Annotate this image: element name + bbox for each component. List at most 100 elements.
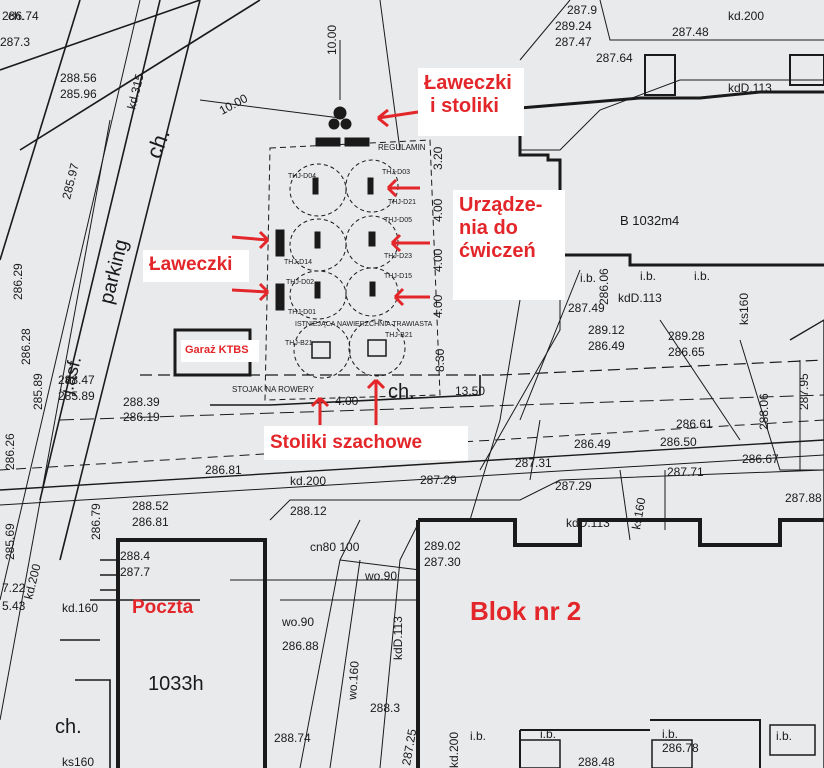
ib-1: i.b.	[640, 269, 656, 283]
label-thj-d21: THJ-D21	[388, 199, 416, 206]
label-block-2: Blok nr 2	[470, 596, 581, 627]
equipment-symbols	[275, 106, 387, 359]
elev-286-79: 286.79	[89, 503, 103, 540]
elev-287-9: 287.9	[567, 3, 597, 17]
elev-286-67: 286.67	[742, 452, 779, 466]
elev-287-71: 287.71	[667, 465, 704, 479]
annotation-exercise-line2: nia do	[459, 217, 518, 239]
elev-287-31: 287.31	[515, 456, 552, 470]
elev-287-48: 287.48	[672, 25, 709, 39]
building-b	[518, 54, 824, 267]
annotation-garage-text: Garaż KTBS	[185, 344, 249, 356]
util-cn80: cn80 100	[310, 540, 360, 554]
label-post-office-text: Poczta	[132, 597, 194, 618]
utility-lines	[280, 299, 631, 768]
elev-287-25: 287.25	[399, 728, 419, 767]
elev-287-30: 287.30	[424, 555, 461, 569]
annotation-exercise-line3: ćwiczeń	[459, 240, 536, 262]
ib-5: i.b.	[662, 727, 678, 741]
dim-4-b: 4.00	[431, 248, 445, 272]
label-thj-b21-b: THJ-B21	[385, 332, 413, 339]
util-ks-160-b: ks160	[629, 496, 648, 530]
elev-286-74: 286.74	[2, 9, 39, 23]
elev-286-28: 286.28	[19, 328, 33, 365]
elev-286-81: 286.81	[205, 463, 242, 477]
elev-289-02: 289.02	[424, 539, 461, 553]
label-thj-d02: THJ-D02	[286, 279, 314, 286]
util-wo-90-b: wo.90	[281, 615, 314, 629]
elev-287-88: 287.88	[785, 491, 822, 505]
label-thj-b21-a: THJ-B21	[285, 340, 313, 347]
annotation-exercise-line1: Urządze-	[459, 194, 543, 216]
elev-286-06: 286.06	[597, 268, 611, 305]
elev-287-95: 287.95	[797, 373, 811, 410]
util-kdd-113-b: kdD.113	[618, 291, 662, 305]
elev-289-12: 289.12	[588, 323, 625, 337]
label-thj-d14: THJ-D14	[284, 259, 312, 266]
bench-symbol-2	[275, 283, 285, 311]
annotation-benches-tables: Ławeczki i stoliki	[418, 68, 524, 136]
annotation-chess-tables-text: Stoliki szachowe	[270, 432, 423, 453]
elev-286-81b: 286.81	[132, 515, 169, 529]
label-ch-3: ch.	[55, 716, 82, 738]
ib-7: i.b.	[470, 729, 486, 743]
dim-8-30: 8.30	[433, 348, 447, 372]
elev-288-39: 288.39	[123, 395, 160, 409]
elev-286-26: 286.26	[3, 433, 17, 470]
elev-287-29: 287.29	[420, 473, 457, 487]
util-kdd-113-c: kdD.113	[566, 516, 610, 530]
elev-287-7: 287.7	[120, 565, 150, 579]
elev-286-49: 286.49	[588, 339, 625, 353]
map-text-labels: B 1032m4 1033h parking j.asf. ch. ch. ch…	[0, 3, 822, 768]
elev-286-50: 286.50	[660, 435, 697, 449]
chess-table-symbol-1	[311, 341, 331, 359]
elev-287-3: 287.3	[0, 35, 30, 49]
label-thj-d15: THJ-D15	[384, 273, 412, 280]
label-bike-rack: STOJAK NA ROWERY	[232, 385, 315, 394]
label-thj-d05: THJ-D05	[384, 217, 412, 224]
elev-287-47: 287.47	[555, 35, 592, 49]
elev-286-78: 286.78	[662, 741, 699, 755]
elev-288-56: 288.56	[60, 71, 97, 85]
ib-2: i.b.	[694, 269, 710, 283]
elev-288-74: 288.74	[274, 731, 311, 745]
elev-286-29: 286.29	[11, 263, 25, 300]
annotation-chess-tables: Stoliki szachowe	[264, 426, 468, 460]
building-post-office	[100, 538, 267, 768]
elev-7-22: 7.22	[2, 581, 26, 595]
util-ks-160-c: ks160	[62, 755, 94, 768]
dim-4-c: 4.00	[431, 294, 445, 318]
elev-288-4: 288.4	[120, 549, 150, 563]
ib-4: i.b.	[540, 727, 556, 741]
elev-285-96: 285.96	[60, 87, 97, 101]
dim-4-d: 4.00	[335, 394, 359, 408]
label-lawn: ISTNIEJĄCA NAWIERZCHNIA TRAWIASTA	[295, 321, 433, 328]
label-thj-d01: THJ-D01	[288, 309, 316, 316]
label-thj-d23: THJ-D23	[384, 253, 412, 260]
dim-13-50: 13,50	[455, 384, 485, 398]
elev-289-28: 289.28	[668, 329, 705, 343]
building-block-2	[416, 518, 824, 768]
util-kdd-113-d: kdD.113	[391, 616, 405, 660]
elev-288-06: 288.06	[757, 393, 771, 430]
util-kd-200-a: kd.200	[728, 9, 764, 23]
elev-289-24: 289.24	[555, 19, 592, 33]
annotation-arrows	[231, 108, 430, 425]
elev-288-3: 288.3	[370, 701, 400, 715]
annotation-garage: Garaż KTBS	[181, 340, 259, 362]
elev-285-89b: 285.89	[31, 373, 45, 410]
bench-symbol-1	[275, 229, 285, 257]
elev-5-43: 5.43	[2, 599, 26, 613]
elev-285-69: 285.69	[3, 523, 17, 560]
elev-287-49: 287.49	[568, 301, 605, 315]
label-thj-d04: THJ-D04	[288, 173, 316, 180]
util-ks-160-a: ks160	[737, 293, 751, 325]
label-building-post: 1033h	[148, 673, 204, 695]
label-regulamin: REGULAMIN	[378, 143, 426, 152]
elev-288-47: 288.47	[58, 373, 95, 387]
ib-6: i.b.	[776, 729, 792, 743]
annotation-benches-text: Ławeczki	[149, 254, 233, 275]
